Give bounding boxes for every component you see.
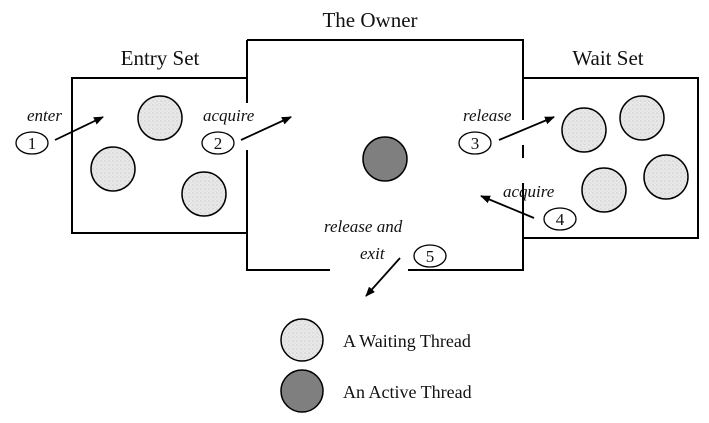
- waiting-thread: [619, 95, 665, 141]
- legend-waiting-icon: [280, 318, 324, 362]
- waiting-thread: [181, 171, 227, 217]
- legend-active-label: An Active Thread: [343, 382, 472, 402]
- owner-title: The Owner: [322, 8, 417, 32]
- active-thread: [362, 136, 408, 182]
- reacquire-arrow: [480, 195, 535, 219]
- wait-set-title: Wait Set: [572, 46, 643, 70]
- step-3-number: 3: [471, 134, 480, 153]
- step-4-badge: [543, 207, 577, 231]
- entry-set-box: [71, 77, 247, 234]
- waiting-thread: [90, 146, 136, 192]
- step-5-number: 5: [426, 247, 435, 266]
- step-4-number: 4: [556, 210, 565, 229]
- step-5-label-line1: release and: [324, 217, 403, 236]
- waiting-thread: [561, 107, 607, 153]
- acquire-arrow: [240, 116, 292, 141]
- step-2-badge: [201, 131, 235, 155]
- release-arrow: [498, 116, 555, 141]
- step-5-label-line2: exit: [360, 244, 386, 263]
- wait-set-box: [523, 77, 699, 239]
- owner-box: [246, 39, 524, 271]
- waiting-thread: [137, 95, 183, 141]
- step-2-number: 2: [214, 134, 223, 153]
- step-1-number: 1: [28, 134, 37, 153]
- step-1-label: enter: [27, 106, 62, 125]
- step-1-badge: [15, 131, 49, 155]
- step-3-label: release: [463, 106, 512, 125]
- step-3-badge: [458, 131, 492, 155]
- entry-set-title: Entry Set: [121, 46, 200, 70]
- step-5-badge: [413, 244, 447, 268]
- legend-active-icon: [280, 369, 324, 413]
- exit-arrow: [365, 257, 401, 297]
- legend-waiting-label: A Waiting Thread: [343, 331, 471, 351]
- waiting-thread: [643, 154, 689, 200]
- waiting-thread: [581, 167, 627, 213]
- step-2-label: acquire: [203, 106, 255, 125]
- enter-arrow: [54, 116, 104, 141]
- step-4-label: acquire: [503, 182, 555, 201]
